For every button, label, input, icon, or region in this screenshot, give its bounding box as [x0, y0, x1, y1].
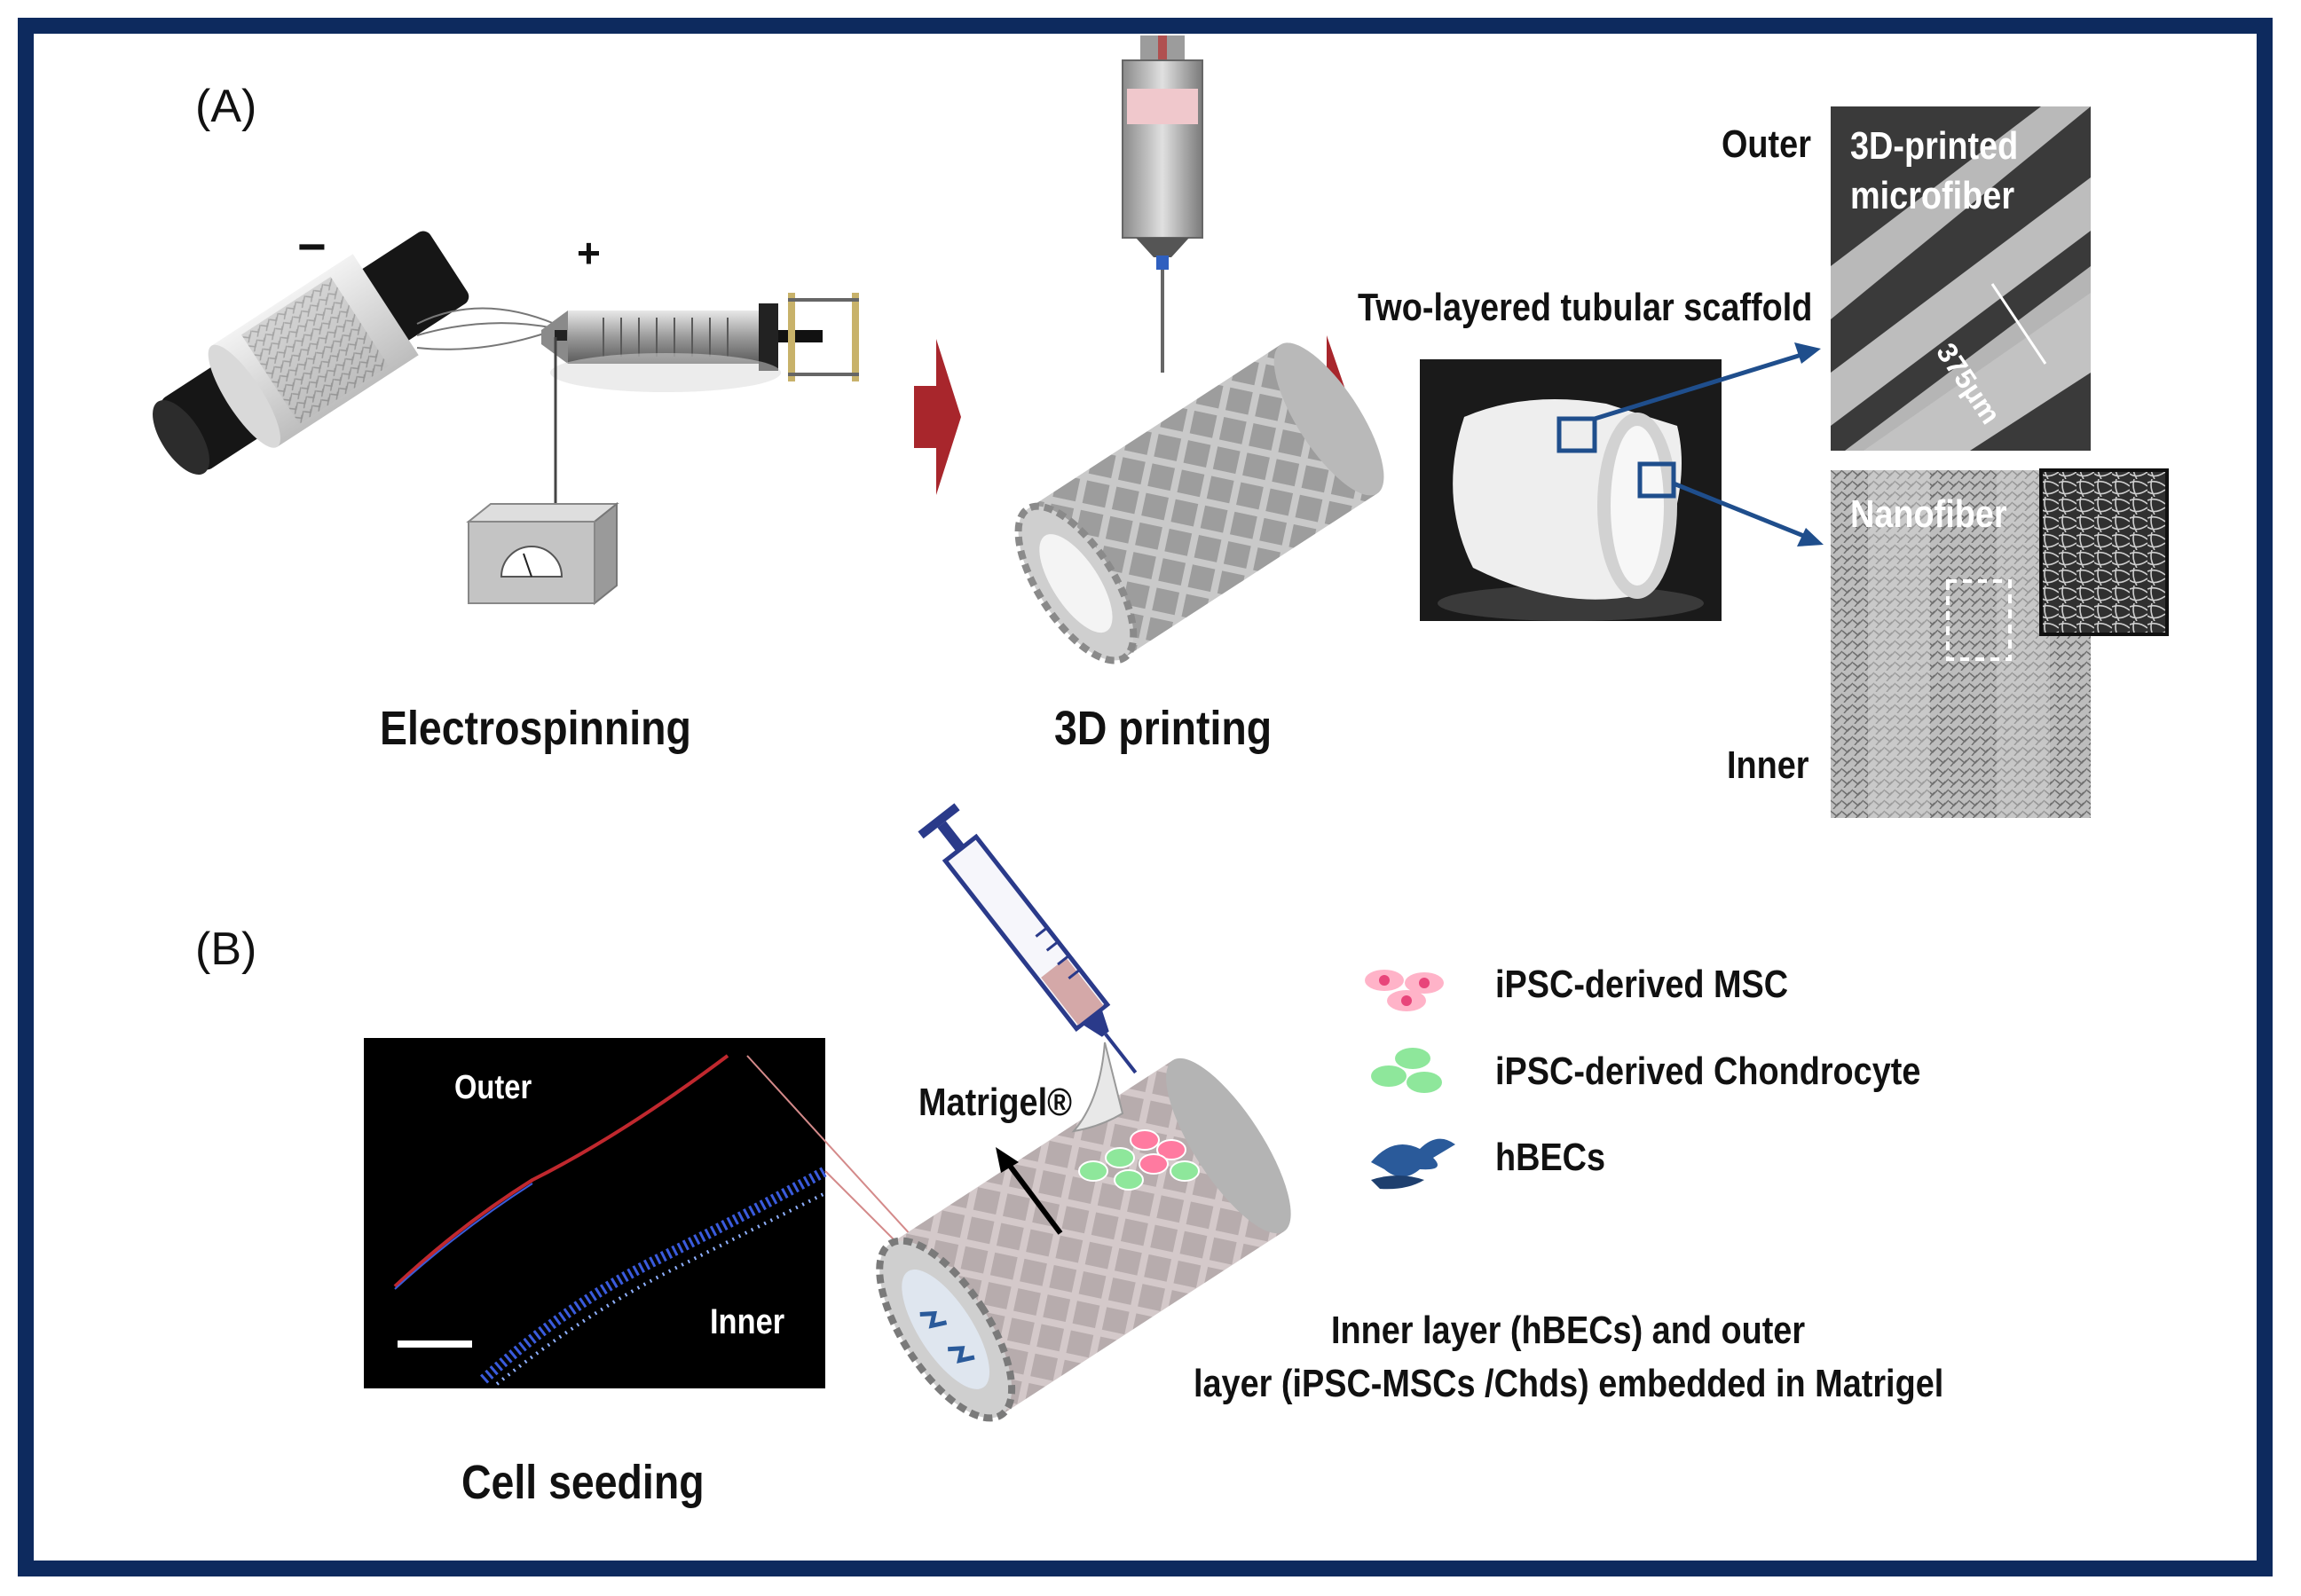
nanofiber-label: Nanofiber: [1850, 492, 2007, 536]
micrograph-outer-label: Outer: [454, 1069, 532, 1106]
hbec-cell-icon: [1371, 1138, 1455, 1190]
legend-label-chondrocyte: iPSC-derived Chondrocyte: [1495, 1050, 1921, 1093]
green-cell-cluster-icon: [1371, 1048, 1442, 1093]
cell-seeding-label: Cell seeding: [461, 1456, 705, 1509]
micrograph-inner-label: Inner: [710, 1302, 785, 1341]
outer-layer-label: Outer: [1722, 122, 1811, 166]
electrospinning-label: Electrospinning: [380, 702, 691, 755]
fluorescence-micrograph: [364, 1038, 950, 1388]
positive-electrode-label: +: [577, 230, 601, 276]
scaffold-photo: [1420, 342, 1824, 621]
cell-seeded-scaffold: [876, 803, 1291, 1422]
pink-cell-cluster-icon: [1365, 970, 1444, 1011]
caption-line-1: Inner layer (hBECs) and outer: [1331, 1309, 1806, 1352]
caption-line-2: layer (iPSC-MSCs /Chds) embedded in Matr…: [1194, 1362, 1944, 1405]
electrospinning-apparatus: [153, 231, 859, 606]
microfiber-label-line1: 3D-printed: [1850, 124, 2019, 168]
inner-layer-label: Inner: [1727, 743, 1809, 787]
3d-printing-label: 3D printing: [1054, 702, 1273, 755]
3d-printing-illustration: [1014, 35, 1384, 664]
legend-label-hbecs: hBECs: [1495, 1136, 1606, 1179]
negative-electrode-label: −: [297, 218, 327, 274]
process-arrow-1: [914, 339, 961, 495]
sem-nanofiber-image: [1831, 468, 2169, 818]
microfiber-label-line2: microfiber: [1850, 174, 2015, 217]
panel-b-label: (B): [195, 924, 257, 975]
matrigel-label: Matrigel®: [918, 1081, 1072, 1124]
legend-label-msc: iPSC-derived MSC: [1495, 963, 1789, 1006]
scaffold-title: Two-layered tubular scaffold: [1358, 286, 1813, 329]
panel-a-label: (A): [195, 81, 257, 132]
sem-microfiber-image: [1831, 106, 2091, 451]
